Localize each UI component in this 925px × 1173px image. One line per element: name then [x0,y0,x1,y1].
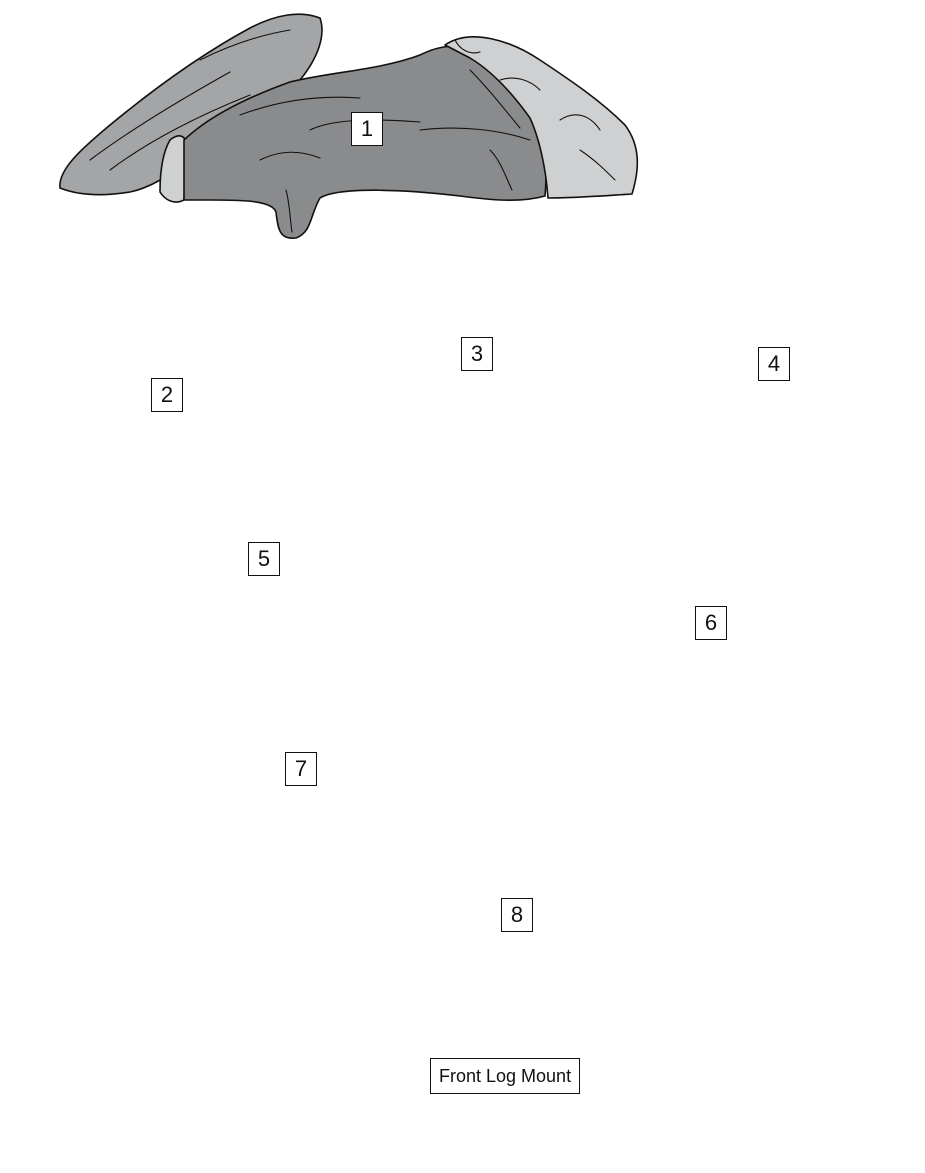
log-2-label: 2 [151,378,183,412]
log-3-label: 3 [461,337,493,371]
log-4-label: 4 [758,347,790,381]
log-6-label: 6 [695,606,727,640]
log-1 [60,14,637,238]
log-5-label: 5 [248,542,280,576]
log-1-label: 1 [351,112,383,146]
front-log-mount-caption: Front Log Mount [430,1058,580,1094]
log-7-label: 7 [285,752,317,786]
log-8-label: 8 [501,898,533,932]
